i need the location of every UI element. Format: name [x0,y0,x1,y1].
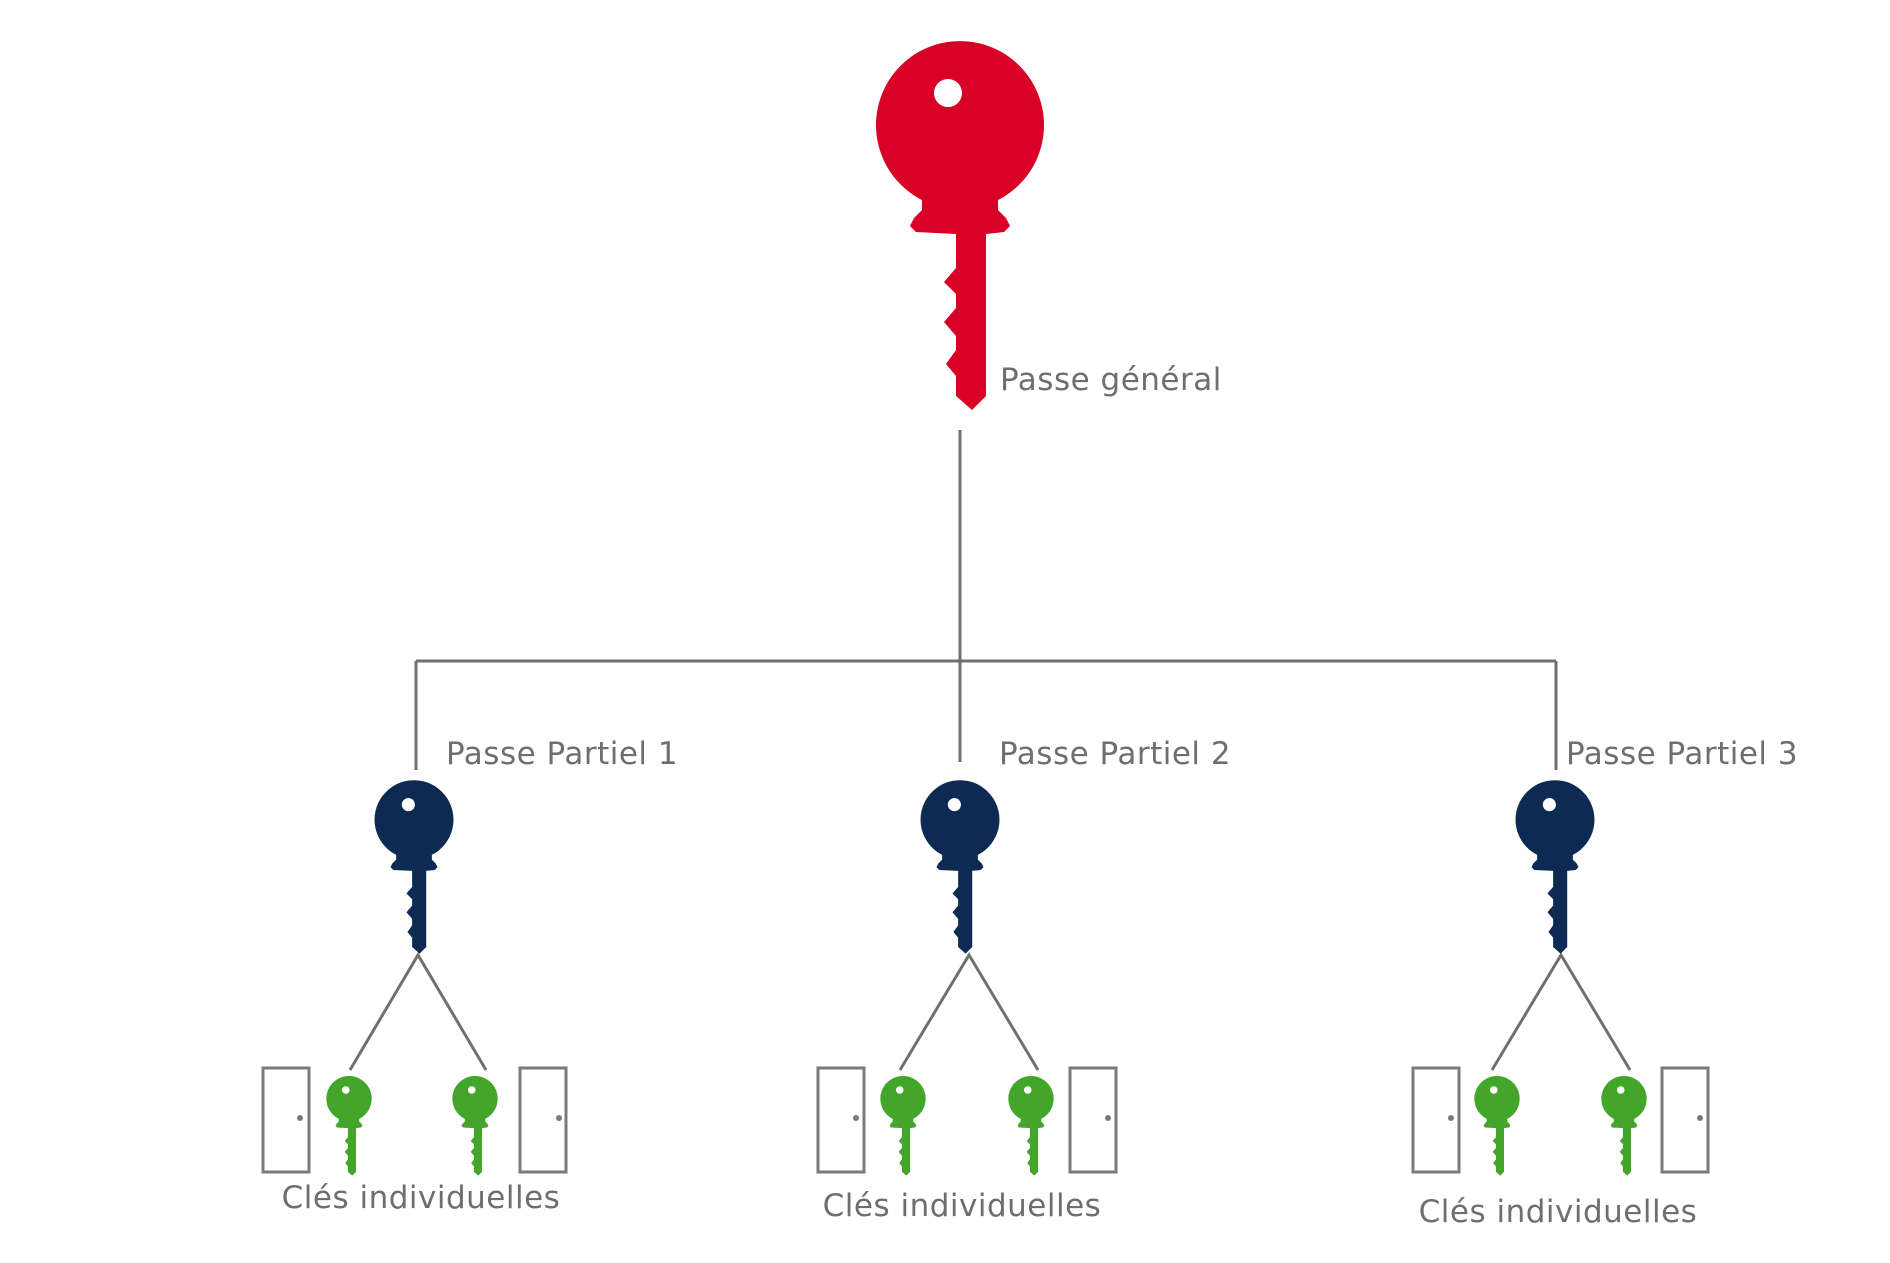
key-icon [1601,1075,1647,1176]
group-1-individual-label: Clés individuelles [282,1180,561,1216]
door-icon [1660,1066,1710,1174]
group-2-individual-label: Clés individuelles [823,1188,1102,1224]
key-icon [452,1075,498,1176]
door-icon [261,1066,311,1174]
key-icon [876,41,1044,410]
group-3: Passe Partiel 3 Clés individuelles [1411,736,1798,1230]
master-key: Passe général [876,41,1222,410]
group-1-label: Passe Partiel 1 [446,736,678,772]
master-key-label: Passe général [1000,362,1222,398]
key-icon [374,780,454,954]
key-icon [326,1075,372,1176]
group-2-label: Passe Partiel 2 [999,736,1231,772]
key-icon [1474,1075,1520,1176]
group-3-individual-keys [1411,1066,1710,1176]
key-icon [1008,1075,1054,1176]
group-1-individual-keys [261,1066,568,1176]
key-icon [880,1075,926,1176]
door-icon [1411,1066,1461,1174]
group-3-label: Passe Partiel 3 [1566,736,1798,772]
key-icon [920,780,1000,954]
group-2-individual-keys [816,1066,1118,1176]
door-icon [1068,1066,1118,1174]
group-3-individual-label: Clés individuelles [1419,1194,1698,1230]
group-3-branch-line [1490,952,1632,1071]
group-1: Passe Partiel 1 Clés individuelles [261,736,678,1216]
group-2: Passe Partiel 2 Clés individuelles [816,736,1231,1224]
key-icon [1515,780,1595,954]
group-2-branch-line [898,952,1040,1071]
door-icon [816,1066,866,1174]
connector-lines [348,430,1632,1071]
door-icon [518,1066,568,1174]
group-1-branch-line [348,952,488,1071]
